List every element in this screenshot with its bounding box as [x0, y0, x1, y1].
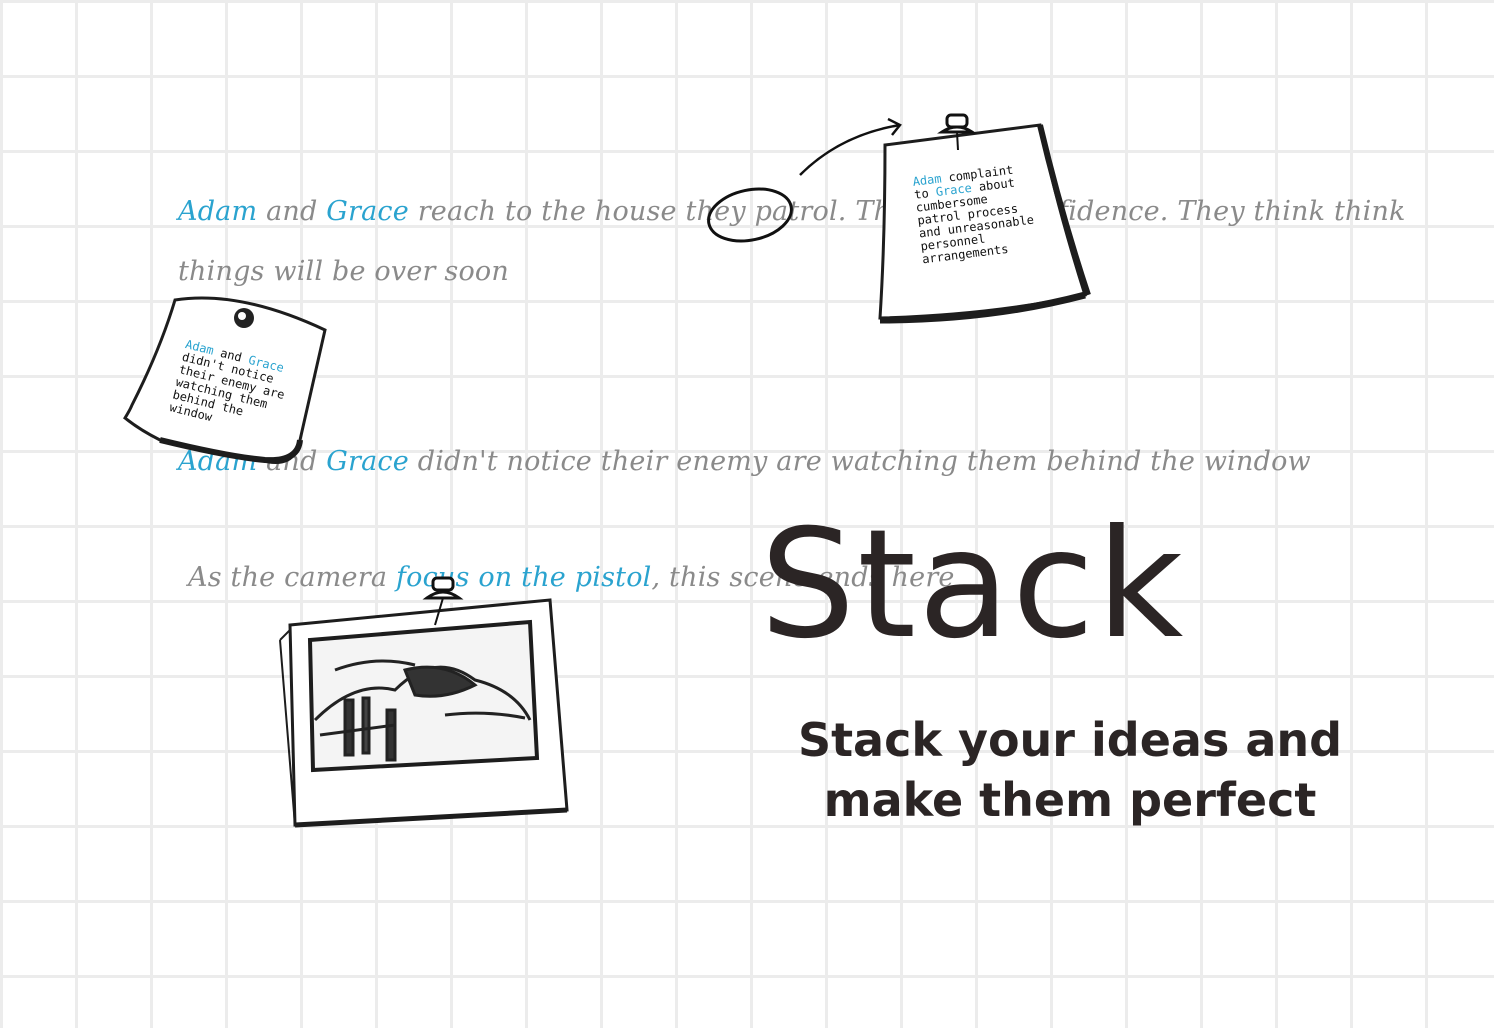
- name-adam: Adam: [178, 196, 258, 227]
- name-grace: Grace: [326, 446, 409, 477]
- story-line-3: Adam and Grace didn't notice their enemy…: [178, 446, 1311, 477]
- story-line-1-end: fidence. They think think: [1058, 196, 1406, 227]
- pushpin-icon: [937, 113, 977, 151]
- story-line-4-pre: As the camera: [188, 562, 396, 593]
- note-right-text: Adam complaint to Grace about cumbersome…: [912, 159, 1062, 267]
- name-grace: Grace: [326, 196, 409, 227]
- note-right-about: about: [978, 175, 1016, 194]
- pinned-sketch-photo[interactable]: [275, 570, 575, 835]
- sticky-note-left[interactable]: [120, 290, 340, 480]
- hero-tagline: Stack your ideas and make them perfect: [797, 713, 1343, 827]
- story-line-3-text: didn't notice their enemy are watching t…: [408, 446, 1311, 477]
- conjunction: and: [257, 196, 327, 227]
- sketch-illustration: [313, 659, 532, 762]
- story-line-4-post: , this scene ends here: [651, 562, 955, 593]
- sticky-note-right[interactable]: [870, 110, 1100, 335]
- circle-arrow-annotation: [707, 117, 902, 243]
- hero-title: Stack: [760, 498, 1186, 672]
- story-line-2: things will be over soon: [178, 256, 509, 287]
- pushpin-icon: [422, 576, 464, 626]
